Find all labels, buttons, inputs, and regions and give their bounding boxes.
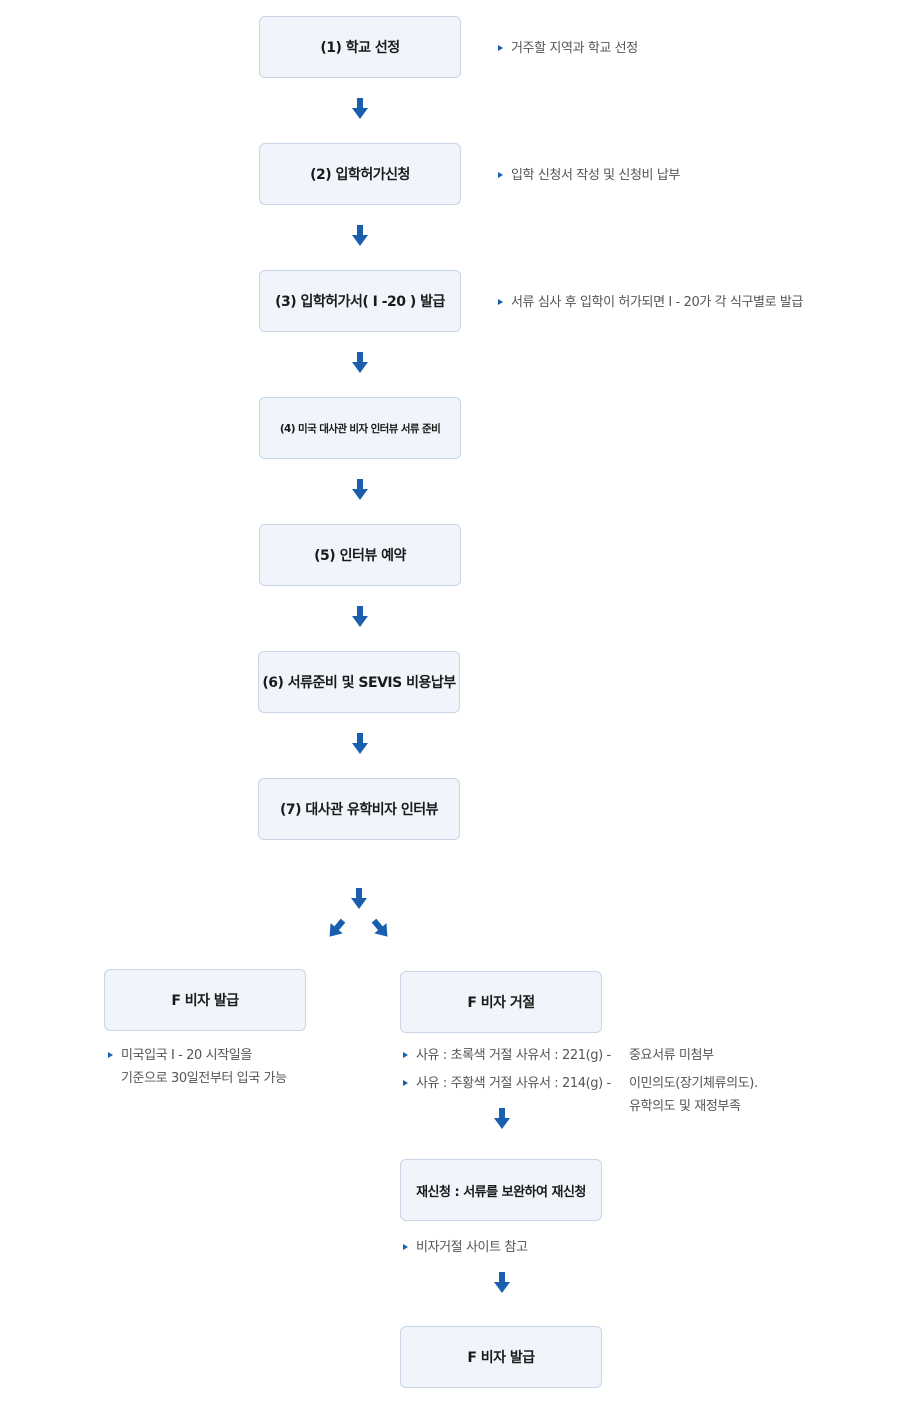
bullet-triangle-icon xyxy=(498,172,503,178)
bullet-triangle-icon xyxy=(403,1080,408,1086)
final-visa-box: F 비자 발급 xyxy=(400,1326,602,1388)
step-7-box: (7) 대사관 유학비자 인터뷰 xyxy=(258,778,460,840)
visa-approved-box: F 비자 발급 xyxy=(104,969,306,1031)
down-arrow-icon xyxy=(494,1272,510,1294)
visa-rejected-label: F 비자 거절 xyxy=(467,995,535,1011)
down-arrow-icon xyxy=(352,98,368,120)
step-2-box: (2) 입학허가신청 xyxy=(259,143,461,205)
down-arrow-icon xyxy=(352,225,368,247)
step-6-label: (6) 서류준비 및 SEVIS 비용납부 xyxy=(262,675,456,691)
step-1-note-text: 거주할 지역과 학교 선정 xyxy=(511,41,638,56)
reapply-box: 재신청 : 서류를 보완하여 재신청 xyxy=(400,1159,602,1221)
reapply-label: 재신청 : 서류를 보완하여 재신청 xyxy=(416,1184,586,1200)
down-arrow-icon xyxy=(494,1108,510,1130)
approved-note-line-2: 기준으로 30일전부터 입국 가능 xyxy=(121,1071,287,1086)
reject-reason-1-left: 사유 : 초록색 거절 사유서 : 221(g) - xyxy=(416,1048,611,1063)
reject-reason-1: 사유 : 초록색 거절 사유서 : 221(g) - xyxy=(403,1044,611,1063)
visa-rejected-box: F 비자 거절 xyxy=(400,971,602,1033)
step-2-note: 입학 신청서 작성 및 신청비 납부 xyxy=(498,164,680,183)
reject-reason-2-right: 이민의도(장기체류의도). xyxy=(629,1076,758,1091)
step-7-label: (7) 대사관 유학비자 인터뷰 xyxy=(280,802,438,818)
step-3-label: (3) 입학허가서( I -20 ) 발급 xyxy=(275,294,445,310)
step-6-box: (6) 서류준비 및 SEVIS 비용납부 xyxy=(258,651,460,713)
bullet-triangle-icon xyxy=(403,1244,408,1250)
reject-reason-2-left: 사유 : 주황색 거절 사유서 : 214(g) - xyxy=(416,1076,611,1091)
reject-reason-1-right: 중요서류 미첨부 xyxy=(629,1048,714,1063)
bullet-triangle-icon xyxy=(108,1052,113,1058)
down-arrow-icon xyxy=(352,606,368,628)
down-arrow-icon xyxy=(352,479,368,501)
bullet-triangle-icon xyxy=(498,299,503,305)
down-arrow-icon xyxy=(351,888,367,910)
step-5-box: (5) 인터뷰 예약 xyxy=(259,524,461,586)
down-arrow-icon xyxy=(352,352,368,374)
bullet-triangle-icon xyxy=(498,45,503,51)
step-4-box: (4) 미국 대사관 비자 인터뷰 서류 준비 xyxy=(259,397,461,459)
step-5-label: (5) 인터뷰 예약 xyxy=(314,548,406,564)
approved-note-line-1: 미국입국 I - 20 시작일을 xyxy=(108,1044,252,1063)
step-1-note: 거주할 지역과 학교 선정 xyxy=(498,37,638,56)
step-2-label: (2) 입학허가신청 xyxy=(310,167,410,183)
step-3-note: 서류 심사 후 입학이 허가되면 I - 20가 각 식구별로 발급 xyxy=(498,291,803,310)
step-4-label: (4) 미국 대사관 비자 인터뷰 서류 준비 xyxy=(279,422,441,435)
final-visa-label: F 비자 발급 xyxy=(467,1350,535,1366)
reapply-note: 비자거절 사이트 참고 xyxy=(403,1236,528,1255)
step-1-box: (1) 학교 선정 xyxy=(259,16,461,78)
step-3-box: (3) 입학허가서( I -20 ) 발급 xyxy=(259,270,461,332)
branch-right-arrow-icon xyxy=(368,915,394,942)
reject-reason-2-right-line-2: 유학의도 및 재정부족 xyxy=(629,1099,741,1114)
step-2-note-text: 입학 신청서 작성 및 신청비 납부 xyxy=(511,168,680,183)
approved-note-text-1: 미국입국 I - 20 시작일을 xyxy=(121,1048,252,1063)
step-3-note-text: 서류 심사 후 입학이 허가되면 I - 20가 각 식구별로 발급 xyxy=(511,295,803,310)
step-1-label: (1) 학교 선정 xyxy=(320,40,400,56)
branch-left-arrow-icon xyxy=(323,915,349,942)
reject-reason-2: 사유 : 주황색 거절 사유서 : 214(g) - xyxy=(403,1072,611,1091)
visa-approved-label: F 비자 발급 xyxy=(171,993,239,1009)
reapply-note-text: 비자거절 사이트 참고 xyxy=(416,1240,528,1255)
down-arrow-icon xyxy=(352,733,368,755)
bullet-triangle-icon xyxy=(403,1052,408,1058)
